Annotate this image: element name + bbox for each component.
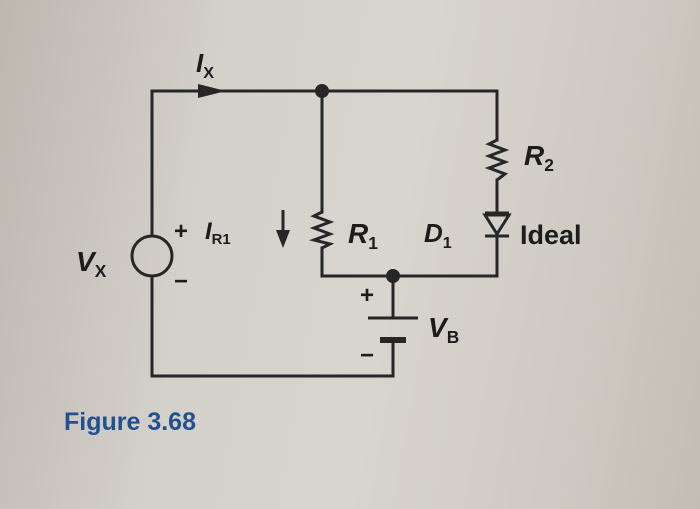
r1-label: R1 bbox=[348, 218, 378, 254]
ir1-arrowhead-icon bbox=[276, 230, 290, 248]
vb-plus-sign: + bbox=[360, 282, 375, 309]
r1-branch-bottom bbox=[320, 246, 499, 278]
r2-label: R2 bbox=[524, 140, 554, 176]
junction-node bbox=[386, 269, 400, 283]
d1-diode-symbol bbox=[482, 211, 512, 238]
vx-source-symbol bbox=[130, 234, 174, 278]
junction-node bbox=[315, 84, 329, 98]
vx-plus-sign: + bbox=[174, 218, 189, 245]
vb-label: VB bbox=[428, 312, 460, 348]
figure-caption: Figure 3.68 bbox=[64, 408, 196, 436]
r2-resistor-symbol bbox=[484, 138, 510, 182]
ix-arrow-icon bbox=[198, 84, 226, 98]
vx-label: VX bbox=[76, 246, 107, 282]
ix-label: IX bbox=[196, 48, 214, 82]
vb-battery-symbol bbox=[368, 316, 418, 343]
ir1-label: IR1 bbox=[205, 218, 231, 249]
r1-resistor-symbol bbox=[308, 210, 335, 250]
vx-minus-sign: − bbox=[174, 268, 189, 295]
ideal-label: Ideal bbox=[520, 220, 582, 250]
vb-minus-sign: − bbox=[360, 342, 375, 369]
d1-label: D1 bbox=[424, 218, 452, 252]
